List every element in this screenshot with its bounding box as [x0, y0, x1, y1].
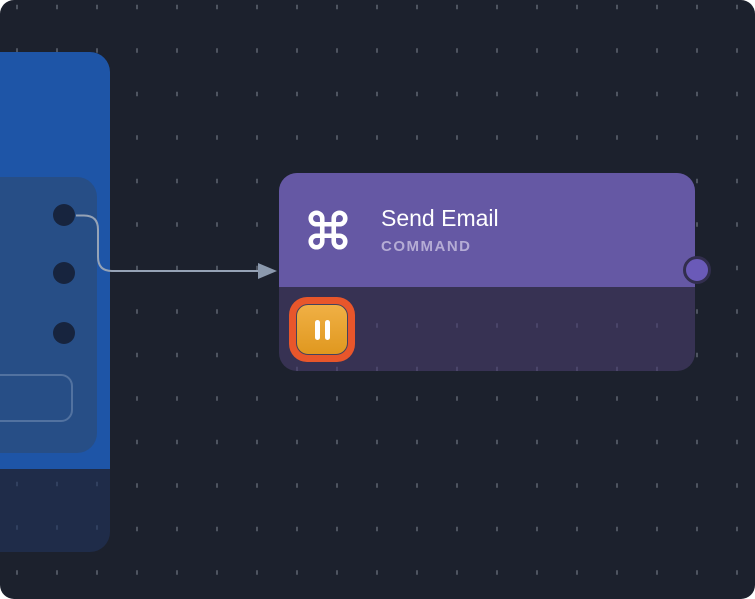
source-node-port-1[interactable] [53, 204, 75, 226]
send-email-node[interactable]: Send Email COMMAND [279, 173, 711, 371]
node-type-label: COMMAND [381, 238, 472, 255]
source-node-footer [0, 469, 110, 552]
pause-icon [314, 319, 320, 340]
edge-arrowhead-icon [258, 263, 277, 279]
source-node-port-2[interactable] [53, 262, 75, 284]
source-node-action-outline[interactable] [0, 374, 73, 422]
send-email-node-header: Send Email COMMAND [279, 173, 695, 287]
pause-button-highlight-ring [289, 297, 355, 362]
source-node-panel [0, 177, 97, 453]
send-email-node-body [279, 287, 695, 371]
edge-path[interactable] [76, 214, 259, 272]
pause-icon [324, 319, 330, 340]
node-title: Send Email [381, 205, 499, 231]
source-node-port-3[interactable] [53, 322, 75, 344]
send-email-node-output-port[interactable] [683, 256, 711, 284]
pause-button[interactable] [296, 304, 348, 355]
command-icon [308, 210, 348, 250]
